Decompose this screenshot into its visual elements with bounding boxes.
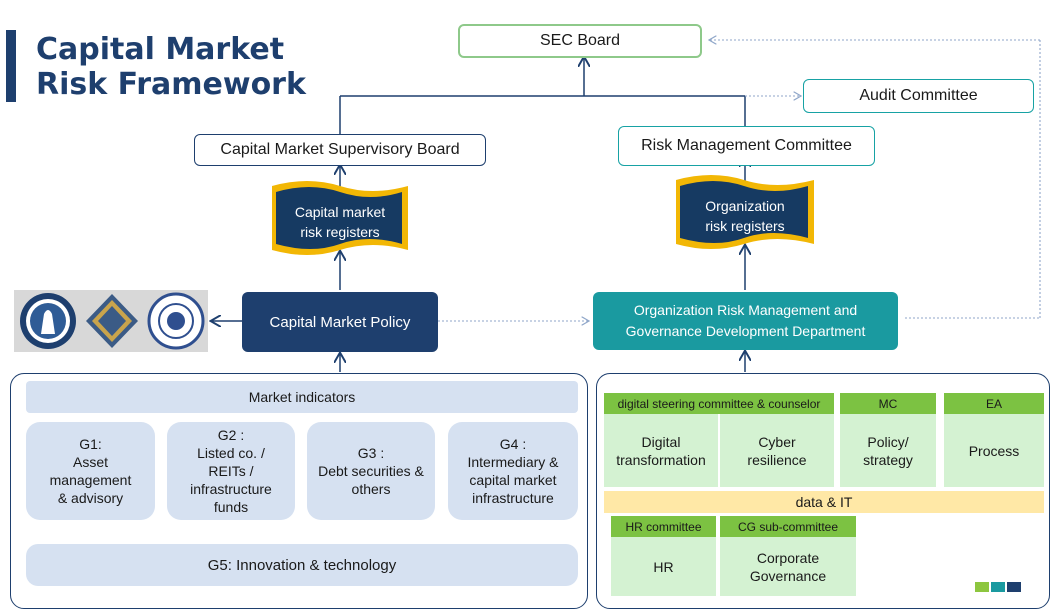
g5-innovation-bar: G5: Innovation & technology: [26, 544, 578, 586]
organization-risk-dept-box: Organization Risk Management and Governa…: [593, 292, 898, 350]
bank-of-thailand-seal-icon: [20, 293, 76, 349]
risk-management-committee-box: Risk Management Committee: [618, 126, 875, 166]
title-accent-bar: [6, 30, 16, 102]
policy-strategy-cell: Policy/ strategy: [840, 414, 936, 487]
audit-committee-box: Audit Committee: [803, 79, 1034, 113]
hr-committee-header: HR committee: [611, 516, 716, 537]
capital-market-policy-box: Capital Market Policy: [242, 292, 438, 352]
color-square-teal: [991, 582, 1005, 592]
mc-header: MC: [840, 393, 936, 414]
capital-market-supervisory-board-box: Capital Market Supervisory Board: [194, 134, 486, 166]
cyber-resilience-cell: Cyber resilience: [720, 414, 834, 487]
ea-header: EA: [944, 393, 1044, 414]
logo-graphics: [20, 292, 205, 350]
group-g4-box: G4 : Intermediary & capital market infra…: [448, 422, 578, 520]
market-indicators-bar: Market indicators: [26, 381, 578, 413]
process-cell: Process: [944, 414, 1044, 487]
organization-risk-registers-label: Organization risk registers: [705, 198, 785, 234]
sec-board-box: SEC Board: [458, 24, 702, 58]
group-g2-box: G2 : Listed co. / REITs / infrastructure…: [167, 422, 295, 520]
group-g1-box: G1: Asset management & advisory: [26, 422, 155, 520]
digital-transformation-cell: Digital transformation: [604, 414, 718, 487]
digital-steering-header: digital steering committee & counselor: [604, 393, 834, 414]
data-it-bar: data & IT: [604, 491, 1044, 513]
color-square-green: [975, 582, 989, 592]
capital-market-risk-registers-label: Capital market risk registers: [294, 204, 386, 240]
group-g3-box: G3 : Debt securities & others: [307, 422, 435, 520]
agency-logos-strip: [14, 290, 208, 352]
hr-cell: HR: [611, 537, 716, 596]
cg-subcommittee-header: CG sub-committee: [720, 516, 856, 537]
color-square-navy: [1007, 582, 1021, 592]
capital-market-risk-registers-banner: [272, 181, 408, 255]
corporate-governance-cell: Corporate Governance: [720, 537, 856, 596]
page-title: Capital Market Risk Framework: [36, 32, 306, 102]
organization-risk-registers-banner: [676, 175, 814, 249]
ministry-of-finance-seal-icon: [147, 292, 205, 350]
sec-diamond-logo-icon: [86, 294, 138, 348]
